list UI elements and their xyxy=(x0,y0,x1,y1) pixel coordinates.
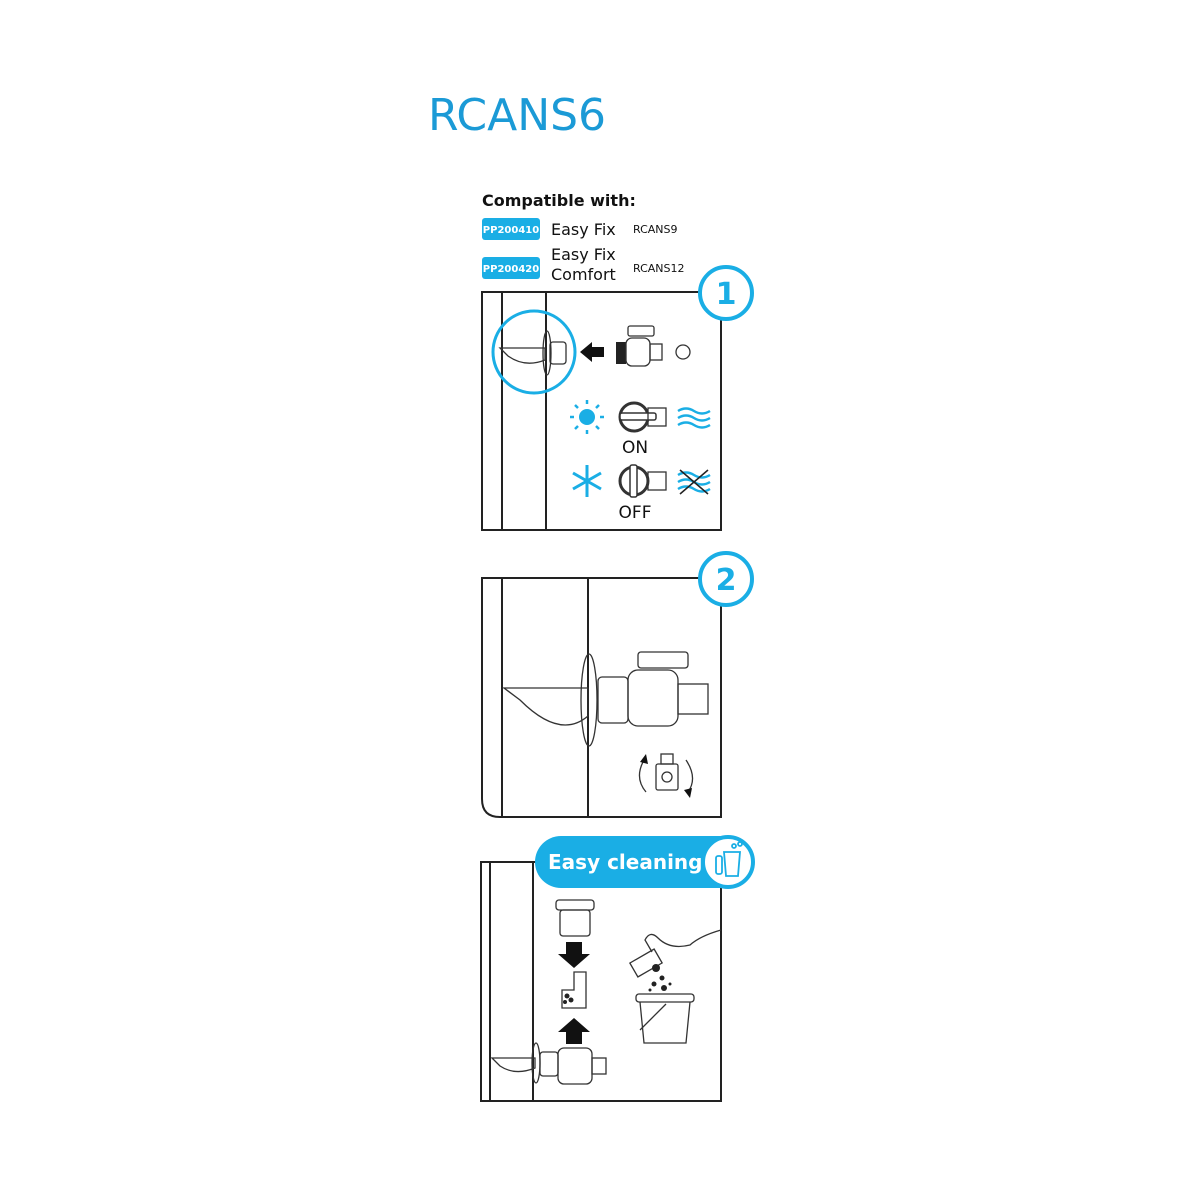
hand-pouring-icon xyxy=(628,929,722,992)
outlet-valve-icon xyxy=(490,1042,607,1085)
product-code-badge xyxy=(482,257,540,279)
snowflake-icon xyxy=(572,465,602,497)
valve-on-icon xyxy=(618,401,667,433)
step-number-circle xyxy=(698,265,754,321)
product-name: Easy Fix xyxy=(551,220,616,239)
installed-valve-icon xyxy=(502,651,709,747)
product-name-line1: Easy Fix xyxy=(551,245,616,264)
easy-cleaning-banner: Easy cleaning xyxy=(535,835,755,889)
step-1-panel: 1 xyxy=(481,265,754,531)
rotate-lock-icon xyxy=(638,753,694,798)
product-code: PP200420 xyxy=(483,264,539,275)
arrow-up-icon xyxy=(558,1018,590,1044)
on-label: ON xyxy=(622,438,648,458)
product-code-badge xyxy=(482,218,540,240)
valve-icon xyxy=(616,325,663,367)
wall-outlet-icon xyxy=(491,309,577,395)
step-number: 1 xyxy=(716,277,737,312)
step-number: 2 xyxy=(716,563,737,598)
compatible-item-2: PP200420 Easy Fix Comfort RCANS12 xyxy=(482,245,685,284)
open-circle-icon xyxy=(675,344,691,360)
compatible-item-1: PP200410 Easy Fix RCANS9 xyxy=(482,218,678,240)
no-water-flow-icon xyxy=(677,469,711,495)
compatible-heading: Compatible with: xyxy=(482,191,636,210)
water-flow-icon xyxy=(677,407,711,429)
product-title: RCANS6 xyxy=(428,90,606,141)
banner-label: Easy cleaning xyxy=(548,850,702,874)
arrow-left-icon xyxy=(580,342,604,362)
sun-icon xyxy=(570,400,604,434)
arrow-down-icon xyxy=(558,942,590,968)
valve-off-icon xyxy=(618,464,667,498)
step-2-panel: 2 xyxy=(481,551,754,818)
off-label: OFF xyxy=(619,503,652,523)
product-code: PP200410 xyxy=(483,225,539,236)
filter-disassembly-icon xyxy=(555,899,595,1044)
step-number-circle xyxy=(698,551,754,607)
product-model: RCANS9 xyxy=(633,223,678,236)
bucket-icon xyxy=(635,993,695,1044)
cleaning-jug-icon xyxy=(715,841,743,877)
step-3-panel: Easy cleaning xyxy=(480,835,755,1102)
product-model: RCANS12 xyxy=(633,262,685,275)
product-name-line2: Comfort xyxy=(551,265,616,284)
